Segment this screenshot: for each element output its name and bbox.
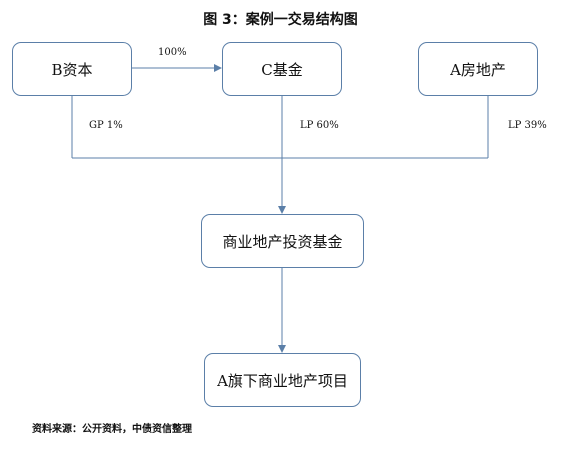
node-c-fund: C基金 xyxy=(222,42,342,96)
edge-label-b-to-c: 100% xyxy=(158,47,187,58)
node-a-real-estate: A房地产 xyxy=(418,42,538,96)
edge-label-b-gp: GP 1% xyxy=(89,120,123,131)
edge-label-c-lp: LP 60% xyxy=(300,120,339,131)
node-commercial-fund: 商业地产投资基金 xyxy=(201,214,364,268)
diagram-title: 图 3：案例一交易结构图 xyxy=(203,12,358,28)
node-b-capital: B资本 xyxy=(12,42,132,96)
edge-label-a-lp: LP 39% xyxy=(508,120,547,131)
source-note: 资料来源：公开资料，中债资信整理 xyxy=(32,424,192,435)
node-a-projects: A旗下商业地产项目 xyxy=(204,353,361,407)
